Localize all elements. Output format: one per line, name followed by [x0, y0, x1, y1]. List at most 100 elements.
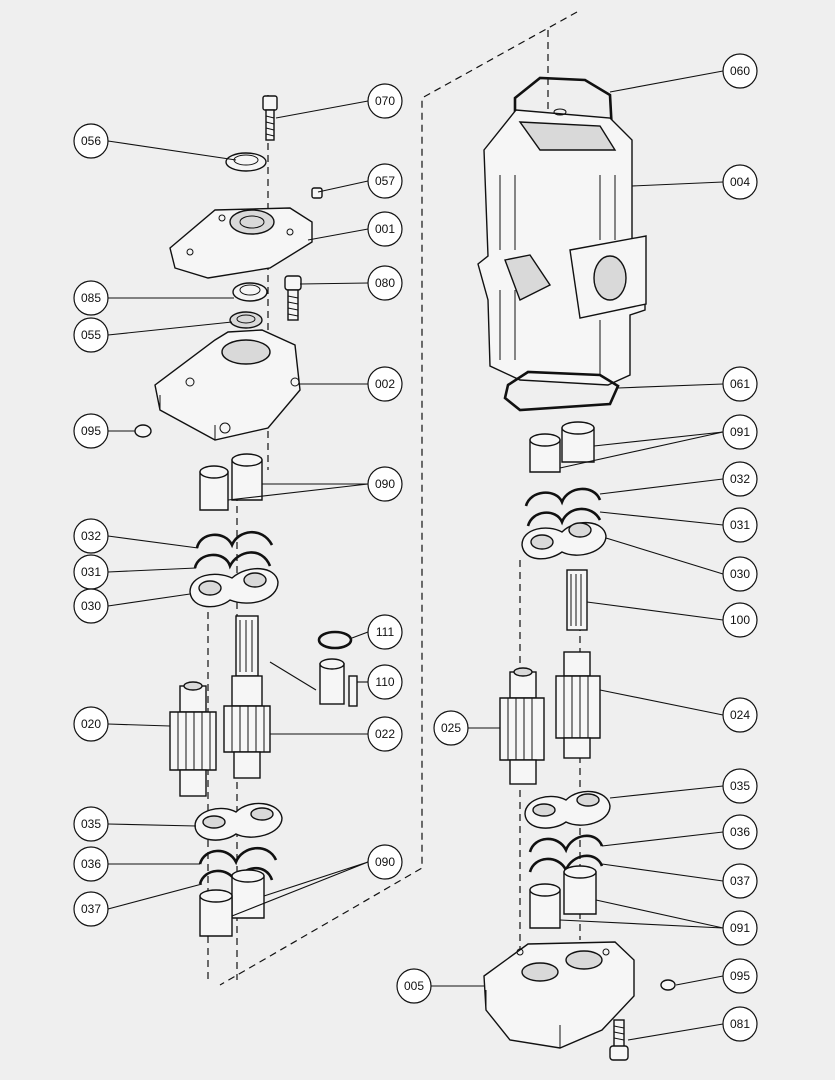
callout-056: 056 [73, 123, 109, 159]
part-030-wear-plate-left [189, 567, 279, 608]
callout-label: 100 [730, 613, 750, 627]
callout-024: 024 [722, 697, 758, 733]
callout-022: 022 [367, 716, 403, 752]
callout-095-left: 095 [73, 413, 109, 449]
part-004-housing [477, 108, 647, 386]
callout-label: 025 [441, 721, 461, 735]
callout-110: 110 [367, 664, 403, 700]
callout-label: 001 [375, 222, 395, 236]
callout-label: 085 [81, 291, 101, 305]
callout-095-right: 095 [722, 958, 758, 994]
callout-label: 110 [375, 675, 394, 689]
part-032-031-seal-rings-left [193, 530, 274, 570]
callout-004: 004 [722, 164, 758, 200]
callout-label: 061 [730, 377, 750, 391]
part-085-bushing [232, 282, 268, 302]
part-056-seal [225, 152, 267, 172]
part-090-bushings-upper [199, 453, 263, 511]
part-032-031-seal-rings-right [524, 487, 602, 527]
callout-label: 005 [404, 979, 424, 993]
part-070-bolt [262, 95, 278, 141]
callout-label: 095 [730, 969, 750, 983]
callout-label: 032 [730, 472, 750, 486]
part-024-driven-gear [555, 651, 601, 759]
callout-090-lower: 090 [367, 844, 403, 880]
callout-label: 030 [81, 599, 101, 613]
part-002-cover [154, 329, 301, 441]
part-095-plug-right [660, 979, 676, 991]
callout-label: 030 [730, 567, 750, 581]
callout-label: 056 [81, 134, 101, 148]
callout-label: 035 [81, 817, 101, 831]
callout-025: 025 [433, 710, 469, 746]
callout-label: 036 [730, 825, 750, 839]
part-055-seal [229, 311, 263, 329]
part-110-sleeve [319, 658, 358, 707]
part-061-gasket [503, 370, 620, 412]
callout-037-left: 037 [73, 891, 109, 927]
callout-label: 022 [375, 727, 395, 741]
callout-label: 037 [81, 902, 101, 916]
part-035-wear-plate-right [524, 790, 611, 829]
callout-001: 001 [367, 211, 403, 247]
callout-091-lower: 091 [722, 910, 758, 946]
callout-002: 002 [367, 366, 403, 402]
callout-100: 100 [722, 602, 758, 638]
callout-label: 070 [375, 94, 395, 108]
callout-057: 057 [367, 163, 403, 199]
part-001-flange [169, 207, 313, 279]
part-080-bolt [284, 275, 302, 321]
part-111-circlip [317, 630, 353, 650]
callout-091-upper: 091 [722, 414, 758, 450]
callout-label: 004 [730, 175, 750, 189]
callout-label: 037 [730, 874, 750, 888]
part-005-end-cover [483, 941, 635, 1049]
callout-036-right: 036 [722, 814, 758, 850]
callout-037-right: 037 [722, 863, 758, 899]
callout-032-right: 032 [722, 461, 758, 497]
callout-032-left: 032 [73, 518, 109, 554]
part-095-plug-left [134, 424, 152, 438]
callout-035-right: 035 [722, 768, 758, 804]
callout-label: 024 [730, 708, 750, 722]
callout-055: 055 [73, 317, 109, 353]
callout-081: 081 [722, 1006, 758, 1042]
callout-111: 111 [367, 614, 403, 650]
callout-061: 061 [722, 366, 758, 402]
callout-label: 031 [730, 518, 750, 532]
callout-label: 055 [81, 328, 101, 342]
callout-035-left: 035 [73, 806, 109, 842]
callout-label: 036 [81, 857, 101, 871]
part-020-idle-gear [169, 681, 217, 797]
callout-label: 081 [730, 1017, 750, 1031]
part-081-bolt [609, 1019, 629, 1061]
callout-080: 080 [367, 265, 403, 301]
callout-label: 060 [730, 64, 750, 78]
part-091-bushings-lower [529, 865, 597, 929]
callout-label: 002 [375, 377, 395, 391]
part-022-drive-gear [223, 615, 271, 779]
callout-label: 032 [81, 529, 101, 543]
callout-031-right: 031 [722, 507, 758, 543]
assembly-boundary-line [219, 11, 578, 986]
callout-020: 020 [73, 706, 109, 742]
callout-090-upper: 090 [367, 466, 403, 502]
callout-label: 091 [730, 425, 750, 439]
callout-label: 095 [81, 424, 101, 438]
callout-label: 020 [81, 717, 101, 731]
callout-label: 090 [375, 477, 395, 491]
callout-070: 070 [367, 83, 403, 119]
callout-label: 031 [81, 565, 101, 579]
callout-030-right: 030 [722, 556, 758, 592]
callout-label: 090 [375, 855, 395, 869]
part-057-plug [311, 187, 323, 199]
part-035-wear-plate-left [194, 802, 283, 841]
callout-label: 057 [375, 174, 395, 188]
part-030-wear-plate-right [521, 522, 607, 560]
callout-label: 035 [730, 779, 750, 793]
callout-036-left: 036 [73, 846, 109, 882]
part-100-spline-shaft [566, 569, 588, 631]
callout-060: 060 [722, 53, 758, 89]
part-091-bushings-upper [529, 421, 595, 473]
